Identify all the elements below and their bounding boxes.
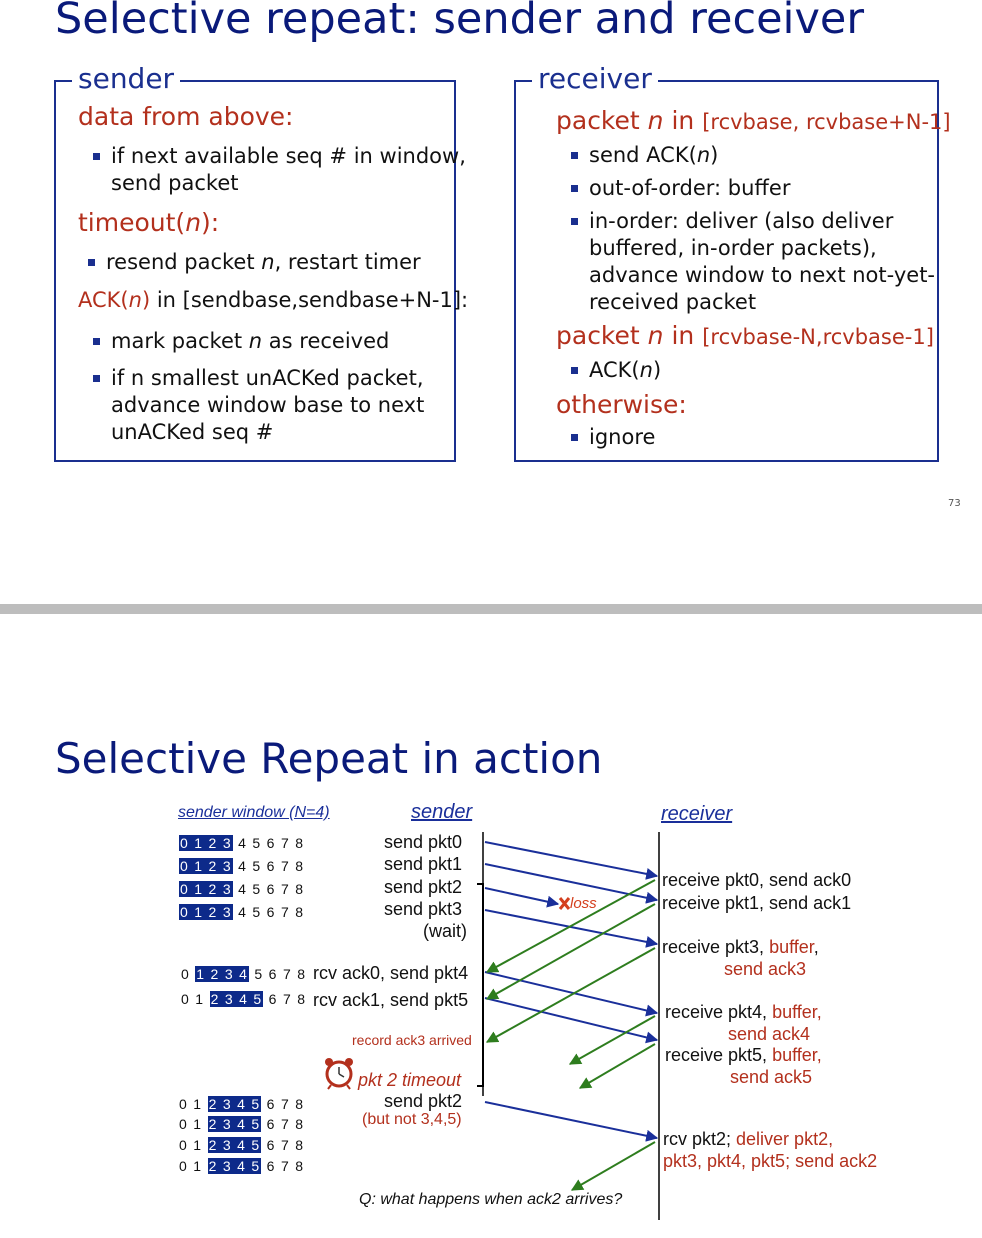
sender-send-pkt2: send pkt2 [384,877,463,897]
page-number: 73 [948,498,961,509]
window-row-8: 0 1 2 3 4 5 6 7 8 [179,1116,305,1132]
receiver-heading-old: packet n in [rcvbase-N,rcvbase-1] [556,321,934,350]
arrow-ack3 [485,947,656,1043]
receiver-r0: receive pkt0, send ack0 [662,870,852,890]
receiver-heading-inwindow: packet n in [rcvbase, rcvbase+N-1] [556,106,951,135]
receiver-r2-deliver: pkt3, pkt4, pkt5; send ack2 [663,1151,878,1171]
receiver-heading-otherwise: otherwise: [556,390,687,419]
arrow-ack4 [568,1015,656,1065]
window-row-2: 0 1 2 3 4 5 6 7 8 [179,858,305,874]
sender-bullet-1: if next available seq # in window,send p… [93,144,466,195]
sender-resend-pkt2: send pkt2 [384,1091,463,1111]
window-row-4: 0 1 2 3 4 5 6 7 8 [179,904,305,920]
sender-rcv-ack0: rcv ack0, send pkt4 [313,963,469,983]
sender-heading-timeout: timeout(n): [78,208,220,237]
arrow-ack0 [485,879,656,973]
receiver-r1: receive pkt1, send ack1 [662,893,852,913]
question-text: Q: what happens when ack2 arrives? [359,1191,623,1208]
loss-x-icon [558,897,571,910]
sender-not-others: (but not 3,4,5) [362,1111,462,1128]
arrow-pkt0 [484,841,659,880]
sender-window-label: sender window (N=4) [178,804,330,821]
sender-box-label: sender [72,64,181,94]
receiver-bullet-4: ACK(n) [570,358,662,382]
window-row-1: 0 1 2 3 4 5 6 7 8 [179,835,305,851]
sender-heading-ack: ACK(n) in [sendbase,sendbase+N-1]: [78,288,469,312]
receiver-r2: rcv pkt2; deliver pkt2, [663,1129,834,1149]
receiver-r5-ack: send ack5 [730,1067,813,1087]
alarm-clock-icon [325,1058,353,1090]
sender-wait: (wait) [423,921,467,941]
sender-bullet-2: resend packet n, restart timer [88,250,421,274]
loss-label: loss [570,895,597,912]
slide2-title: Selective Repeat in action [55,734,603,783]
arrow-pkt4 [484,971,659,1017]
window-row-7: 0 1 2 3 4 5 6 7 8 [179,1096,305,1112]
sender-label: sender [411,801,473,823]
window-row-5: 0 1 2 3 4 5 6 7 8 [181,966,307,982]
window-row-10: 0 1 2 3 4 5 6 7 8 [179,1158,305,1174]
arrow-pkt2-resend [484,1101,659,1142]
arrow-ack1 [485,903,656,1000]
arrow-ack2 [570,1141,656,1191]
window-row-3: 0 1 2 3 4 5 6 7 8 [179,881,305,897]
receiver-r3-ack: send ack3 [724,959,807,979]
receiver-r3: receive pkt3, buffer, [662,937,819,957]
receiver-r4: receive pkt4, buffer, [665,1002,822,1022]
sender-send-pkt0: send pkt0 [384,832,463,852]
receiver-box-label: receiver [532,64,658,94]
sender-record-ack3: record ack3 arrived [352,1032,472,1048]
window-row-9: 0 1 2 3 4 5 6 7 8 [179,1137,305,1153]
timer-bracket [477,883,484,1087]
receiver-box [514,80,939,462]
receiver-r5: receive pkt5, buffer, [665,1045,822,1065]
sender-rcv-ack1: rcv ack1, send pkt5 [313,990,469,1010]
receiver-bullet-2: out-of-order: buffer [570,176,791,200]
sender-heading-data: data from above: [78,102,294,131]
arrow-pkt2-lost [484,887,560,908]
receiver-bullet-5: ignore [570,425,656,449]
slide-divider [0,604,982,614]
sender-send-pkt1: send pkt1 [384,854,463,874]
window-row-6: 0 1 2 3 4 5 6 7 8 [181,991,307,1007]
sender-bullet-4: if n smallest unACKed packet,advance win… [92,366,425,444]
receiver-r4-ack: send ack4 [728,1024,811,1044]
sender-timeout: pkt 2 timeout [358,1070,462,1090]
sender-bullet-3: mark packet n as received [92,329,390,353]
slide1-title: Selective repeat: sender and receiver [55,0,865,44]
sender-send-pkt3: send pkt3 [384,899,463,919]
receiver-bullet-1: send ACK(n) [570,143,719,167]
receiver-label: receiver [661,803,733,825]
sender-box [54,80,456,462]
arrow-ack5 [578,1043,656,1089]
arrow-pkt5 [484,997,659,1044]
